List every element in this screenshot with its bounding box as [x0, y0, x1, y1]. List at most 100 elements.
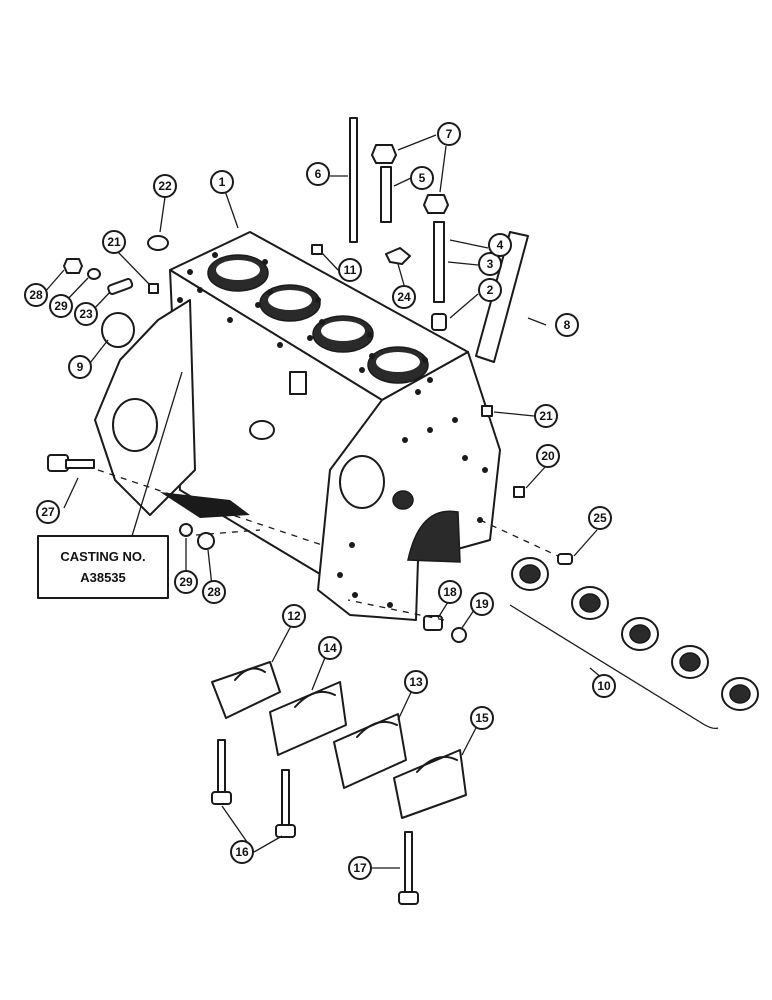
svg-text:5: 5: [419, 171, 426, 185]
bearing-cap-14: [269, 681, 347, 756]
stud-nut-upper: [371, 144, 397, 164]
svg-text:24: 24: [397, 290, 411, 304]
dowel-25: [557, 553, 573, 565]
svg-text:10: 10: [597, 679, 611, 693]
dashed-guides: [97, 469, 559, 621]
callout-20: 20: [536, 444, 560, 468]
callout-24: 24: [392, 285, 416, 309]
svg-text:28: 28: [207, 585, 221, 599]
drain-cock: [385, 247, 411, 265]
washer-29-top: [87, 268, 101, 280]
long-stud: [433, 221, 445, 303]
callout-10: 10: [592, 674, 616, 698]
svg-text:29: 29: [54, 299, 68, 313]
svg-text:16: 16: [235, 845, 249, 859]
expansion-plug-top: [147, 235, 169, 251]
callout-4: 4: [488, 233, 512, 257]
washer-29-bottom: [179, 523, 193, 537]
svg-text:17: 17: [353, 861, 367, 875]
svg-text:11: 11: [344, 263, 357, 277]
callout-8: 8: [555, 313, 579, 337]
bolt-27: [47, 454, 95, 472]
callout-27: 27: [36, 500, 60, 524]
stud-nut-lower: [423, 194, 449, 214]
svg-text:19: 19: [475, 597, 489, 611]
svg-text:6: 6: [315, 167, 322, 181]
callout-29-top: 29: [49, 294, 73, 318]
callout-17: 17: [348, 856, 372, 880]
plug-21-right: [481, 405, 493, 417]
callout-25: 25: [588, 506, 612, 530]
callout-13: 13: [404, 670, 428, 694]
nut-28-top: [63, 258, 83, 274]
bearing-cap-15: [393, 749, 467, 819]
callout-5: 5: [410, 166, 434, 190]
dowel-pin-23: [107, 277, 134, 295]
cap-bolt-16-left: [211, 739, 232, 805]
callout-9: 9: [68, 355, 92, 379]
svg-text:21: 21: [539, 409, 553, 423]
nut-28-bottom: [197, 532, 215, 550]
callout-14: 14: [318, 636, 342, 660]
svg-text:18: 18: [443, 585, 457, 599]
camshaft-bushings: [509, 557, 759, 730]
water-tube: [475, 231, 529, 363]
callout-11: 11: [338, 258, 362, 282]
svg-text:15: 15: [475, 711, 489, 725]
callout-7: 7: [437, 122, 461, 146]
svg-text:28: 28: [29, 288, 43, 302]
svg-text:13: 13: [409, 675, 423, 689]
dowel-sleeve: [431, 313, 447, 331]
leader-lines: [43, 134, 603, 869]
callout-22: 22: [153, 174, 177, 198]
callout-2: 2: [478, 278, 502, 302]
short-stud: [380, 166, 392, 223]
callout-19: 19: [470, 592, 494, 616]
pipe-plug-small: [311, 244, 323, 255]
svg-text:4: 4: [497, 238, 504, 252]
callout-circles: 1 2 3 4 5 6 7 8 9 10 11 12 13 14 15 16 1…: [24, 122, 616, 880]
callout-21-right: 21: [534, 404, 558, 428]
callout-18: 18: [438, 580, 462, 604]
svg-text:22: 22: [158, 179, 172, 193]
svg-text:1: 1: [219, 175, 226, 189]
callout-23: 23: [74, 302, 98, 326]
cylinder-block: [94, 231, 501, 621]
plug-18: [423, 615, 443, 631]
svg-text:3: 3: [487, 257, 494, 271]
callout-6: 6: [306, 162, 330, 186]
callout-3: 3: [478, 252, 502, 276]
callout-29-bottom: 29: [174, 570, 198, 594]
callout-28-bottom: 28: [202, 580, 226, 604]
svg-text:20: 20: [541, 449, 555, 463]
casting-number-box: CASTING NO. A38535: [37, 535, 169, 599]
svg-text:9: 9: [77, 360, 84, 374]
svg-text:8: 8: [564, 318, 571, 332]
casting-number-value: A38535: [80, 570, 126, 585]
casting-number-label: CASTING NO.: [60, 549, 145, 564]
svg-text:14: 14: [323, 641, 337, 655]
bearing-cap-13: [333, 713, 407, 789]
cap-bolt-17: [398, 831, 419, 905]
expansion-plug-9: [101, 312, 135, 348]
svg-text:2: 2: [487, 283, 494, 297]
plug-20: [513, 486, 525, 498]
cylinder-head-stud: [349, 117, 358, 243]
svg-text:23: 23: [79, 307, 93, 321]
plug-21-left: [148, 283, 159, 294]
svg-text:27: 27: [41, 505, 55, 519]
callout-12: 12: [282, 604, 306, 628]
svg-text:21: 21: [107, 235, 121, 249]
svg-text:12: 12: [287, 609, 301, 623]
plug-19: [451, 627, 467, 643]
svg-text:25: 25: [593, 511, 607, 525]
cap-bolt-16-right: [275, 769, 296, 838]
callout-16: 16: [230, 840, 254, 864]
svg-text:7: 7: [446, 127, 453, 141]
callout-21-left: 21: [102, 230, 126, 254]
callout-1: 1: [210, 170, 234, 194]
callout-15: 15: [470, 706, 494, 730]
callout-28-top: 28: [24, 283, 48, 307]
bearing-cap-12: [211, 661, 281, 719]
